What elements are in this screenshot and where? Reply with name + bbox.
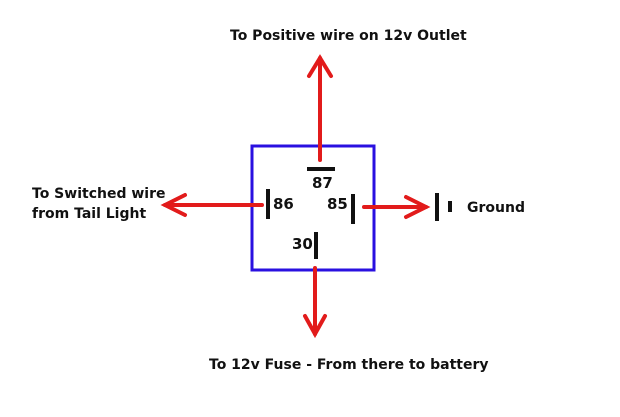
arrow-up [307, 54, 333, 162]
pin-85-label: 85 [327, 195, 348, 213]
label-left-line2: from Tail Light [32, 206, 147, 222]
pin-86-label: 86 [273, 195, 294, 213]
ground-icon [435, 193, 452, 221]
pin-30-label: 30 [292, 235, 313, 253]
label-right: Ground [467, 200, 525, 216]
label-bottom: To 12v Fuse - From there to battery [209, 357, 489, 373]
arrow-left [160, 193, 264, 217]
label-top: To Positive wire on 12v Outlet [230, 28, 467, 44]
arrow-right [362, 195, 431, 219]
arrow-down [303, 266, 327, 339]
label-left-line1: To Switched wire [32, 186, 166, 202]
relay-box [250, 144, 376, 272]
pin-87-label: 87 [312, 174, 333, 192]
